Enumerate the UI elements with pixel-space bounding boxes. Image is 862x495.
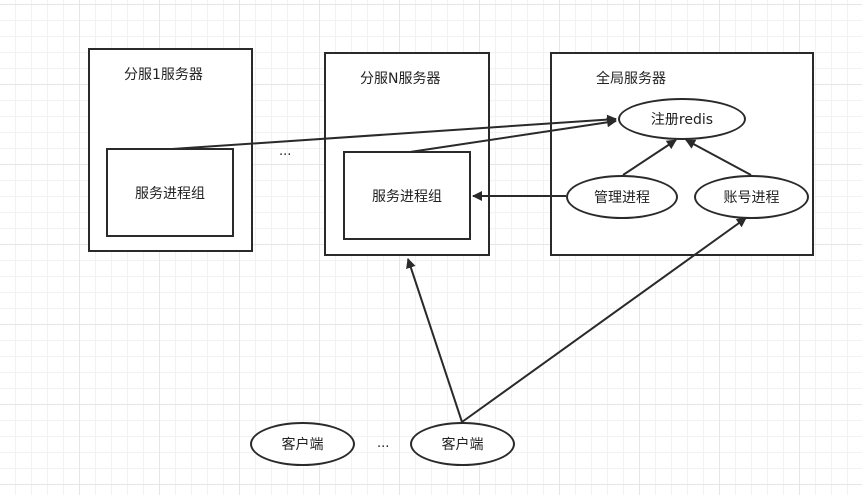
client-node-2: 客户端 [410,422,515,466]
shard-n-server-title: 分服N服务器 [360,71,441,87]
global-server-box: 全局服务器 [550,52,814,256]
clients-ellipsis: ... [377,436,390,451]
account-process-node: 账号进程 [694,175,809,219]
shard-1-server-title: 分服1服务器 [124,67,203,83]
register-redis-node: 注册redis [618,98,746,140]
shard-1-process-group-box: 服务进程组 [106,148,234,237]
client-node-1: 客户端 [250,422,355,466]
manager-process-node: 管理进程 [566,175,678,219]
shard-n-process-group-box: 服务进程组 [343,151,471,240]
global-server-title: 全局服务器 [596,71,666,87]
edge-client-to-shardn [406,258,463,423]
servers-ellipsis: ... [279,144,292,159]
